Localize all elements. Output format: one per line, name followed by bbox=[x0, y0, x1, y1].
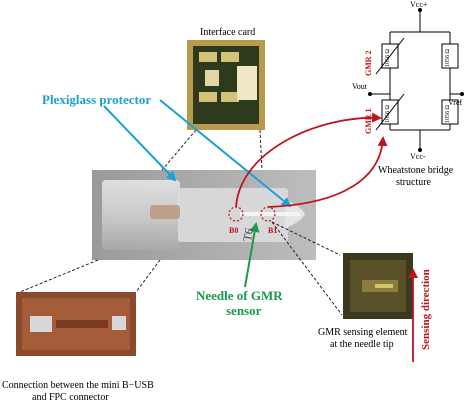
interface-card-label: Interface card bbox=[200, 27, 256, 38]
gmr2-link-arrow bbox=[267, 136, 388, 208]
gmr-element-label-line1: GMR sensing element bbox=[318, 327, 408, 338]
bottom-right-resistor-value: 1056 Ω bbox=[445, 105, 451, 123]
vref-label: Vref bbox=[448, 98, 463, 107]
t6-label: T6 bbox=[240, 226, 257, 243]
gmr2-resistor-value: 1056 Ω bbox=[385, 49, 391, 67]
needle-label-line2: sensor bbox=[226, 303, 262, 318]
top-right-resistor-value: 1056 Ω bbox=[445, 49, 451, 67]
gmr-element-label-line2: at the needle tip bbox=[330, 339, 394, 350]
plexiglass-arrow-2 bbox=[159, 99, 292, 208]
vout-label: Vout bbox=[352, 82, 367, 91]
plexiglass-photo bbox=[92, 170, 316, 260]
connector-photo bbox=[16, 292, 136, 356]
gmr-element-photo bbox=[343, 253, 413, 319]
gmr1-label: GMR 1 bbox=[364, 108, 373, 134]
wheatstone-label-line2: structure bbox=[396, 177, 431, 188]
plexiglass-arrow-1 bbox=[103, 105, 177, 182]
vcc-minus-label: Vcc- bbox=[410, 152, 426, 161]
gmr2-label: GMR 2 bbox=[364, 50, 373, 76]
b0-label: B0 bbox=[229, 226, 239, 235]
connector-label-line2: and FPC connector bbox=[32, 392, 109, 403]
sensing-direction-label: Sensing direction bbox=[420, 269, 432, 350]
needle-arrow bbox=[244, 222, 260, 288]
b1-label: B1 bbox=[268, 226, 278, 235]
vcc-plus-label: Vcc+ bbox=[410, 0, 428, 9]
gmr1-resistor-value: 1056 Ω bbox=[385, 105, 391, 123]
plexiglass-label: Plexiglass protector bbox=[42, 92, 152, 107]
wheatstone-label-line1: Wheatstone bridge bbox=[378, 165, 454, 176]
interface-card-photo bbox=[187, 40, 265, 130]
needle-label-line1: Needle of GMR bbox=[196, 288, 283, 303]
dashed-leaders bbox=[19, 129, 343, 316]
wheatstone-bridge bbox=[370, 10, 462, 150]
gmr1-link-arrow bbox=[235, 112, 382, 208]
connector-label-line1: Connection between the mini B−USB bbox=[2, 380, 154, 391]
